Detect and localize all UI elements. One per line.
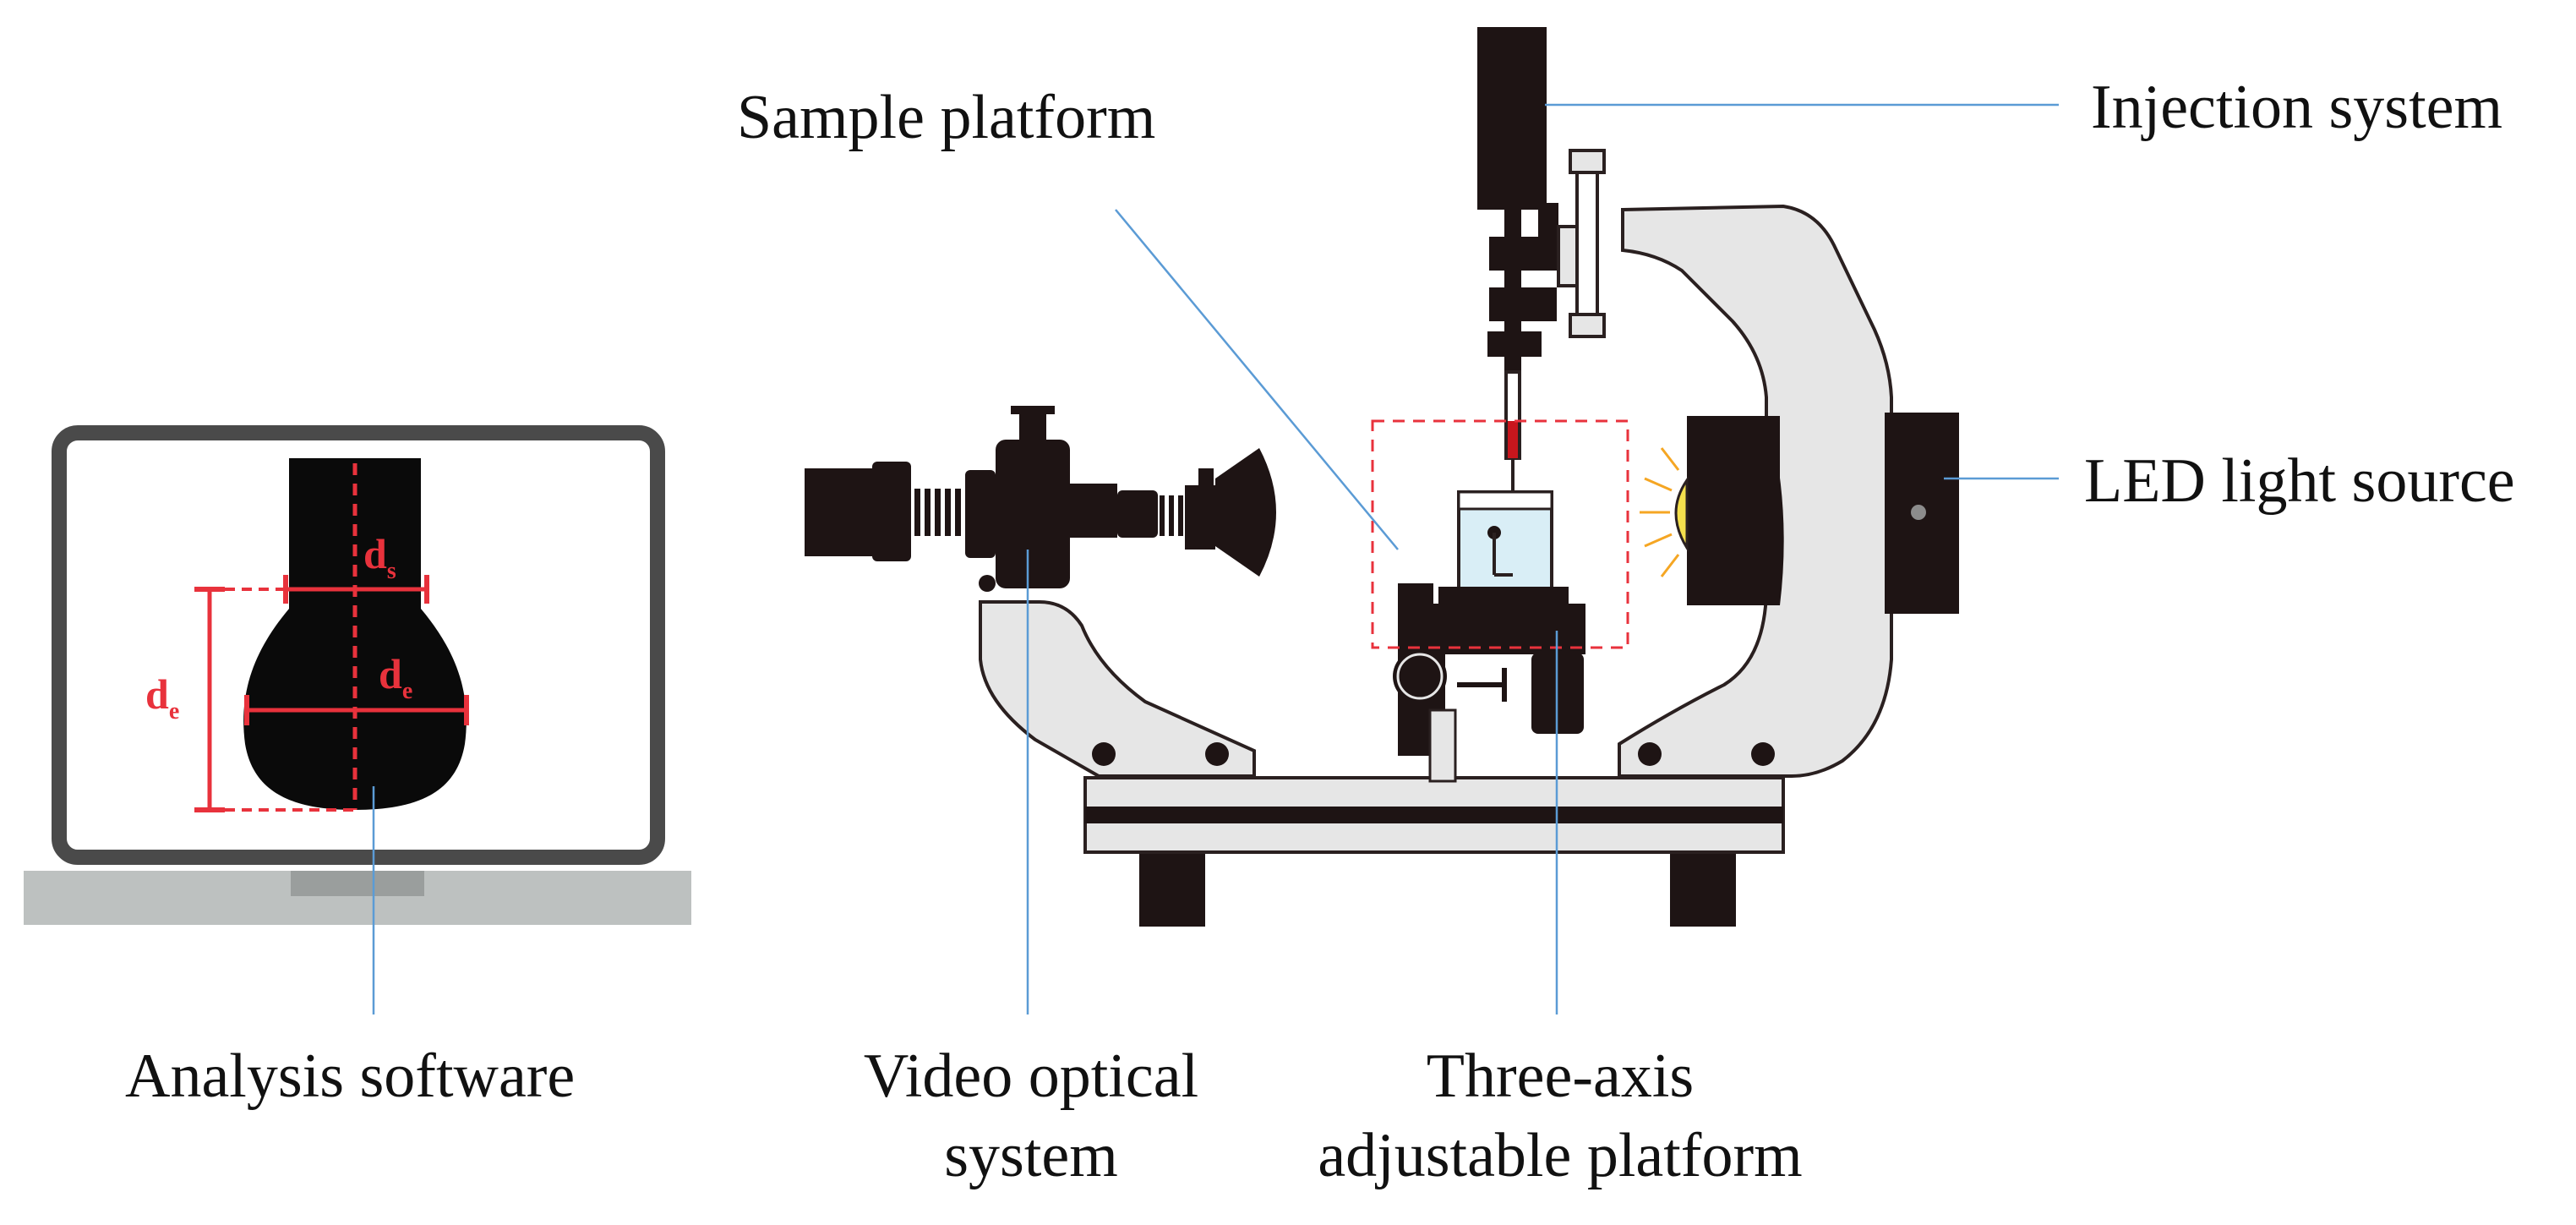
led-glow-rays [1640,447,1680,577]
label-three-axis-platform: Three-axis adjustable platform [1281,1036,1839,1195]
sample-stage [1393,490,1585,783]
monitor-stand-neck [291,871,424,896]
label-injection-system: Injection system [2091,73,2503,142]
leader-lines [372,103,2059,1014]
left-arm [979,600,1256,778]
base-rail [1083,776,1785,927]
right-arm [1618,204,1893,778]
label-video-optical-line2: system [944,1121,1118,1190]
label-analysis-software: Analysis software [125,1042,576,1111]
ds-label: ds [363,530,396,584]
de-outer-label: de [145,670,179,725]
monitor: ds de de [24,425,691,925]
leader-sample [1115,209,1399,550]
label-sample-platform: Sample platform [737,83,1156,152]
led-light-source [1640,413,1959,614]
label-three-axis-line2: adjustable platform [1318,1121,1803,1190]
label-video-optical-system: Video optical system [811,1036,1251,1195]
label-led-light-source: LED light source [2084,446,2515,516]
highlight-box [1371,419,1629,649]
video-optical-system [805,406,1276,592]
label-three-axis-line1: Three-axis [1426,1042,1695,1111]
label-video-optical-line1: Video optical [863,1042,1199,1111]
injection-system [1477,27,1606,550]
droplet-measurements [194,463,469,812]
de-inner-label: de [379,650,412,704]
